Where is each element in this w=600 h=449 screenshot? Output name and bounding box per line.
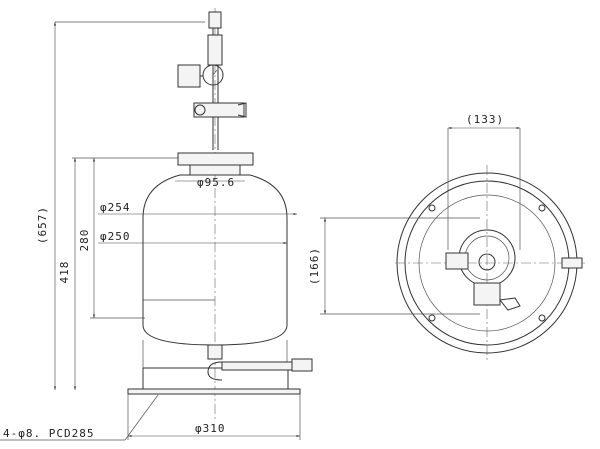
valve-knob-left — [194, 104, 206, 116]
valve-body — [207, 34, 223, 66]
outer-dia-label: φ254 — [100, 201, 131, 214]
tank-height-label: 418 — [58, 261, 71, 284]
regulator-body — [177, 64, 201, 88]
overall-height-label: (657) — [36, 206, 49, 244]
pressure-gauge-icon — [202, 64, 224, 86]
gauge-top-icon — [478, 253, 496, 271]
outlet-nipple — [291, 358, 313, 372]
top-view: (133) (166) — [308, 113, 585, 362]
bolt-leader-line — [124, 394, 159, 441]
top-height-label: (166) — [308, 247, 321, 285]
gauge-needle — [212, 69, 218, 76]
bolt-hole-icon — [538, 204, 546, 212]
regulator-top — [445, 252, 469, 270]
bolt-holes-label: 4-φ8. PCD285 — [3, 427, 94, 440]
tank-body — [142, 174, 288, 346]
top-width-label: (133) — [466, 113, 504, 126]
flange-dia-label: φ95.6 — [197, 176, 235, 189]
valve-handle-top — [499, 297, 521, 311]
bolt-hole-icon — [428, 204, 436, 212]
side-view: (657) 418 280 φ95.6 φ254 φ250 — [0, 8, 313, 441]
bolt-hole-icon — [538, 314, 546, 322]
inner-dia-label: φ250 — [100, 230, 131, 243]
bolt-hole-icon — [428, 314, 436, 322]
top-fitting — [208, 11, 222, 29]
outlet-elbow — [207, 361, 223, 381]
base-plate — [127, 388, 301, 395]
base-dia-label: φ310 — [195, 422, 226, 435]
outlet-pipe — [221, 361, 293, 371]
valve-top — [473, 282, 501, 306]
outlet-fitting — [207, 344, 223, 360]
flange-neck — [189, 164, 241, 176]
ball-valve — [193, 102, 245, 118]
body-height-label: 280 — [78, 229, 91, 252]
top-flange — [177, 152, 254, 166]
valve-handle — [237, 102, 247, 118]
outlet-top — [561, 257, 583, 269]
